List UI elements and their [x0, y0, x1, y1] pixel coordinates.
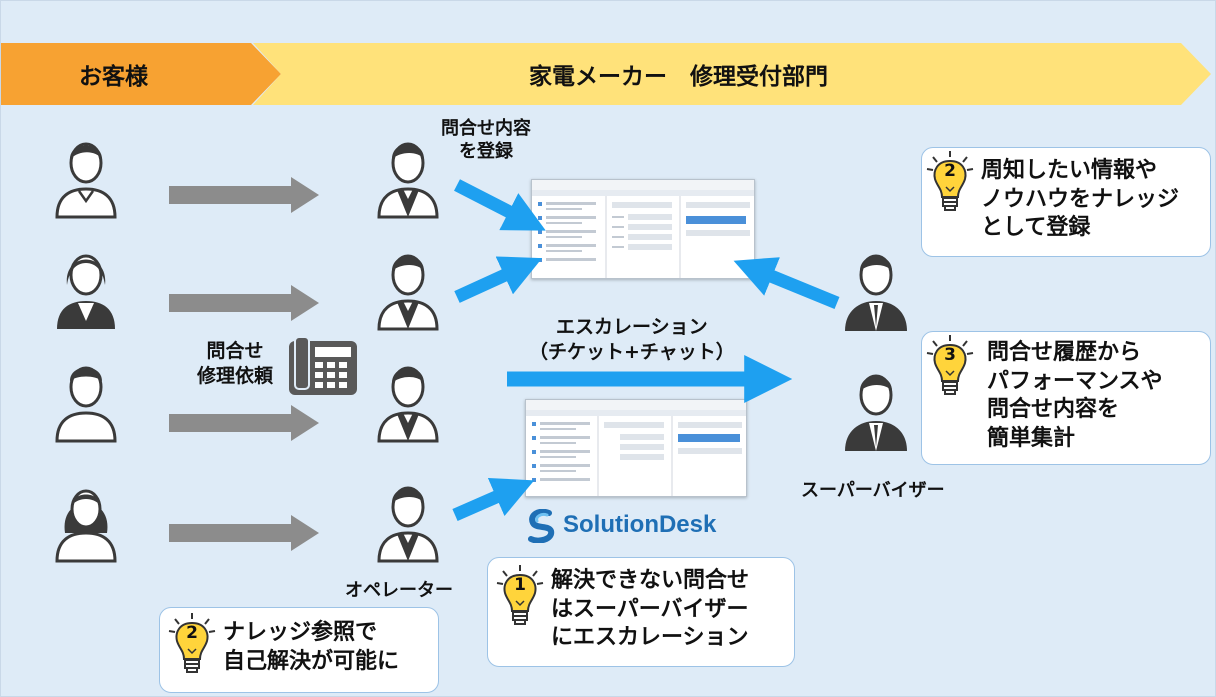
solutiondesk-screenshot-top	[531, 179, 755, 279]
register-label-line1: 問合せ内容	[441, 118, 531, 139]
customer-header-title: お客様	[79, 64, 148, 90]
gray-arrow	[169, 285, 319, 321]
callout-line: はスーパーバイザー	[551, 596, 749, 622]
callout-line: 周知したい情報や	[981, 158, 1158, 183]
lightbulb-icon	[926, 151, 974, 211]
callout-number: 1	[514, 575, 526, 595]
callout-line: にエスカレーション	[551, 625, 749, 651]
escalation-label-line1: エスカレーション	[556, 316, 708, 338]
blue-arrow-supervisor	[733, 257, 840, 310]
callout-line: パフォーマンスや	[987, 368, 1163, 394]
blue-arrow-register	[454, 179, 546, 231]
solutiondesk-screenshot-bottom	[525, 399, 747, 497]
callout-line: 自己解決が可能に	[223, 648, 400, 674]
solutiondesk-logo-icon	[528, 509, 555, 543]
customer-header-banner	[1, 43, 281, 105]
escalation-label: エスカレーション （チケット+チャット）	[529, 315, 735, 364]
callout-history-aggregation	[921, 331, 1211, 465]
register-label: 問合せ内容 を登録	[441, 117, 531, 164]
customer-person-icon	[57, 254, 115, 329]
blue-arrow-operator-bottom	[452, 477, 535, 521]
operator-label: オペレーター	[345, 580, 453, 601]
callout-number: 2	[186, 623, 198, 643]
customer-person-icon	[55, 366, 117, 443]
callout-line: として登録	[981, 215, 1091, 241]
register-label-line2: を登録	[459, 141, 513, 163]
lightbulb-icon	[926, 335, 974, 395]
supervisor-person-icon	[845, 374, 907, 451]
lightbulb-icon	[496, 565, 544, 625]
operator-person-icon	[377, 486, 439, 563]
screenshot-mockup	[532, 180, 754, 278]
gray-arrow	[169, 405, 319, 441]
callout-number: 2	[944, 161, 956, 181]
department-header-title: 家電メーカー 修理受付部門	[529, 64, 828, 90]
callout-text: ナレッジ参照で 自己解決が可能に	[223, 619, 399, 676]
gray-arrow	[169, 177, 319, 213]
callout-line: 簡単集計	[987, 425, 1076, 451]
callout-line: ナレッジ参照で	[223, 620, 378, 645]
callout-line: 問合せ履歴から	[987, 340, 1142, 365]
callout-escalation	[487, 557, 795, 667]
operator-person-icon	[377, 366, 439, 443]
callout-text: 問合せ履歴から パフォーマンスや 問合せ内容を 簡単集計	[987, 339, 1163, 453]
inquiry-label-line1: 問合せ	[206, 340, 264, 362]
callout-text: 解決できない問合せ はスーパーバイザー にエスカレーション	[551, 567, 749, 653]
operator-person-icon	[377, 142, 439, 219]
escalation-label-line2: （チケット+チャット）	[529, 340, 735, 363]
operator-person-icon	[377, 254, 439, 331]
callout-text: 周知したい情報や ノウハウをナレッジ として登録	[981, 157, 1179, 243]
customer-person-icon	[55, 489, 117, 563]
blue-arrow-operator	[454, 256, 543, 303]
desk-phone-icon	[289, 336, 357, 395]
callout-line: 解決できない問合せ	[551, 568, 750, 593]
callout-number: 3	[944, 345, 956, 365]
supervisor-label: スーパーバイザー	[801, 480, 945, 501]
callout-self-resolution	[159, 607, 439, 693]
inquiry-label: 問合せ 修理依頼	[197, 339, 273, 388]
inquiry-label-line2: 修理依頼	[197, 364, 274, 387]
gray-arrow	[169, 515, 319, 551]
callout-knowledge-registration	[921, 147, 1211, 257]
department-header-banner	[253, 43, 1211, 105]
screenshot-mockup	[526, 400, 746, 496]
solutiondesk-logo: SolutionDesk	[527, 509, 757, 543]
lightbulb-icon	[168, 613, 216, 673]
customer-person-icon	[55, 142, 117, 219]
solutiondesk-logo-text: SolutionDesk	[563, 511, 717, 538]
supervisor-person-icon	[845, 254, 907, 331]
callout-line: 問合せ内容を	[987, 397, 1120, 423]
callout-line: ノウハウをナレッジ	[981, 186, 1180, 212]
